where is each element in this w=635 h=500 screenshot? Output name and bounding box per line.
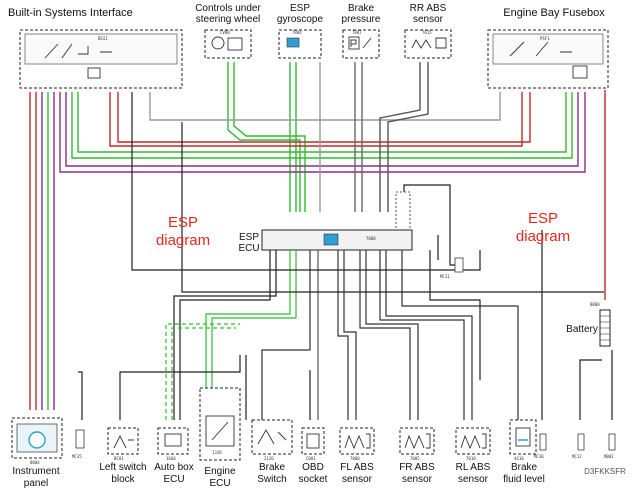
engine-label-line2: ECU: [209, 478, 231, 489]
auto-box-code: 1660: [166, 456, 176, 461]
mc12-code: MC12: [572, 454, 582, 459]
esp-diagram-left-line1: ESP: [167, 214, 198, 231]
instrument-code: 0004: [30, 460, 40, 465]
esp-ecu-label-line1: ESP: [238, 232, 259, 243]
mc11-code: MC11: [440, 274, 450, 279]
ground-connectors: MC30 MC12 M001 MC11: [440, 257, 616, 459]
auto-box-box: 1660: [157, 427, 189, 461]
gyro-label-line2: gyroscope: [276, 14, 324, 25]
rl-abs-label-line2: sensor: [457, 474, 488, 485]
obd-label-line2: socket: [298, 474, 328, 485]
mc35-code: MC35: [72, 454, 82, 459]
brake-switch-label-line1: Brake: [258, 462, 286, 473]
fr-abs-label-line1: FR ABS: [399, 462, 435, 473]
battery-symbol: BB00: [590, 302, 611, 347]
left-switch-box: BCH1: [107, 427, 139, 461]
auto-box-label-line2: ECU: [163, 474, 185, 485]
brake-fluid-label-line1: Brake: [510, 462, 538, 473]
esp-diagram-right-line2: diagram: [515, 228, 571, 245]
brake-switch-label-line2: Switch: [257, 474, 287, 485]
ecu-outgoing-wires: [78, 92, 613, 420]
steering-code: CV00: [220, 30, 230, 35]
brake-pressure-box: 7807: [342, 29, 380, 59]
steering-box: CV00: [204, 29, 252, 59]
fr-abs-label-line2: sensor: [401, 474, 432, 485]
battery-code: BB00: [590, 302, 600, 307]
fusebox-label: Engine Bay Fusebox: [503, 7, 605, 19]
fr-abs-box: 7005: [399, 427, 435, 461]
bus-wires: [59, 62, 606, 300]
rl-abs-code: 7010: [466, 456, 476, 461]
obd-socket-box: C001: [301, 427, 325, 461]
instrument-panel-box: 0004: [11, 417, 63, 465]
brake-pressure-label-line1: Brake: [347, 3, 375, 14]
brake-fluid-label-line2: fluid level: [503, 474, 545, 485]
engine-label-line1: Engine: [204, 466, 236, 477]
engine-code: 1320: [212, 450, 222, 455]
brake-pressure-label-line2: pressure: [341, 14, 381, 25]
esp-ecu-label-line2: ECU: [238, 243, 260, 254]
rr-abs-label-line2: sensor: [412, 14, 443, 25]
auto-box-label-line1: Auto box: [154, 462, 194, 473]
esp-diagram-right-line1: ESP: [527, 210, 558, 227]
left-switch-label-line1: Left switch: [99, 462, 147, 473]
gyro-box: 7804: [278, 29, 322, 59]
fusebox-box: PSF1: [487, 29, 609, 89]
rr-abs-label-line1: RR ABS: [409, 3, 447, 14]
brake-pressure-code: 7807: [352, 30, 362, 35]
mc30-code: MC30: [534, 454, 544, 459]
bsi-box: BSI1: [19, 29, 183, 89]
esp-ecu-box: 7800: [261, 191, 413, 251]
brake-fluid-code: 4410: [514, 456, 524, 461]
instrument-label-line2: panel: [23, 478, 49, 489]
esp-diagram-left-line2: diagram: [155, 232, 211, 249]
fl-abs-box: 7000: [339, 427, 375, 461]
obd-code: C001: [306, 456, 316, 461]
bsi-label: Built-in Systems Interface: [8, 7, 133, 19]
obd-label-line1: OBD: [302, 462, 324, 473]
gyro-code: 7804: [292, 30, 302, 35]
battery-label: Battery: [566, 324, 598, 335]
instrument-wires: [29, 92, 55, 410]
steering-label-line1: Controls under: [195, 3, 261, 14]
left-switch-code: BCH1: [114, 456, 124, 461]
fl-abs-label-line2: sensor: [341, 474, 372, 485]
mc35-connector: MC35: [72, 429, 85, 459]
brake-switch-box: 2120: [251, 419, 293, 461]
bsi-code: BSI1: [98, 36, 108, 41]
rr-abs-code: 7015: [422, 30, 432, 35]
fl-abs-code: 7000: [350, 456, 360, 461]
fl-abs-label-line1: FL ABS: [340, 462, 374, 473]
left-switch-label-line2: block: [111, 474, 135, 485]
fr-abs-code: 7005: [410, 456, 420, 461]
watermark: D3FKKSFR: [584, 467, 626, 476]
brake-switch-code: 2120: [264, 456, 274, 461]
rr-abs-box: 7015: [404, 29, 452, 59]
rl-abs-label-line1: RL ABS: [455, 462, 491, 473]
m001-code: M001: [604, 454, 614, 459]
engine-ecu-box: 1320: [199, 387, 241, 461]
brake-fluid-box: 4410: [509, 419, 537, 461]
steering-label-line2: steering wheel: [195, 14, 261, 25]
instrument-label-line1: Instrument: [12, 466, 60, 477]
rl-abs-box: 7010: [455, 427, 491, 461]
fusebox-code: PSF1: [540, 36, 550, 41]
esp-ecu-code: 7800: [366, 236, 376, 241]
gyro-label-line1: ESP: [289, 3, 310, 14]
